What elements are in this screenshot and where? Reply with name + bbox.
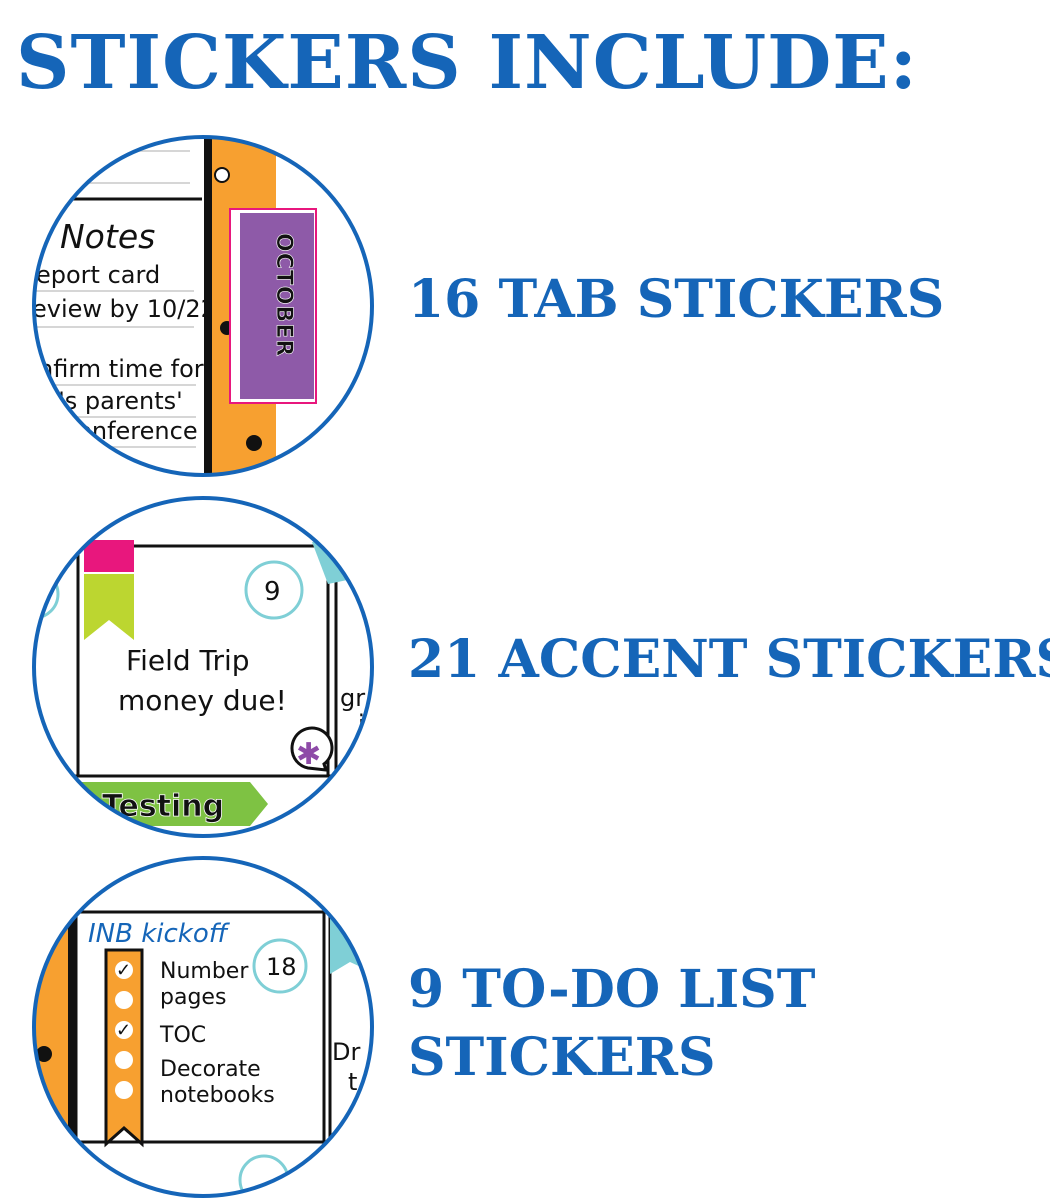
tab-stickers-label: 16 TAB STICKERS bbox=[408, 269, 945, 330]
todo-stickers-label-line1: 9 TO-DO LIST bbox=[408, 959, 816, 1020]
side-text: gr bbox=[340, 684, 365, 712]
checkmark-icon: ✓ bbox=[116, 960, 131, 981]
october-tab-label: OCTOBER bbox=[271, 233, 296, 357]
todo-stickers-label-line2: STICKERS bbox=[408, 1027, 716, 1088]
side-text: Dr bbox=[332, 1038, 360, 1066]
testing-banner-label: Testing bbox=[102, 789, 224, 824]
todo-line: Number bbox=[160, 959, 249, 984]
notes-line: eport card bbox=[36, 261, 160, 289]
checkmark-icon: ✓ bbox=[116, 1020, 131, 1041]
notes-line: eview by 10/22 bbox=[32, 295, 216, 323]
hole-icon bbox=[36, 1046, 52, 1062]
notes-title: Notes bbox=[60, 217, 155, 256]
todo-line: TOC bbox=[159, 1023, 206, 1048]
page-title: STICKERS INCLUDE: bbox=[16, 20, 919, 106]
accent-sticker-preview: 9 Field Trip money due! gr i ✱ Testing bbox=[32, 496, 374, 838]
day-number: 18 bbox=[266, 953, 297, 981]
side-text: t bbox=[348, 1068, 357, 1096]
todo-sticker-preview: INB kickoff 18 ✓ ✓ Number pages TOC Deco… bbox=[32, 856, 374, 1198]
hole-icon bbox=[246, 435, 262, 451]
hole-icon bbox=[214, 167, 230, 183]
accent-note-line: money due! bbox=[118, 684, 287, 717]
notes-line: nfirm time for bbox=[38, 355, 204, 383]
accent-note-line: Field Trip bbox=[126, 644, 250, 677]
todo-line: Decorate bbox=[160, 1057, 261, 1082]
accent-stickers-label: 21 ACCENT STICKERS bbox=[408, 629, 1050, 690]
todo-line: notebooks bbox=[160, 1083, 275, 1108]
tab-sticker-preview: Notes eport card eview by 10/22 nfirm ti… bbox=[32, 135, 374, 477]
day-number: 9 bbox=[264, 577, 281, 607]
asterisk-icon: ✱ bbox=[296, 737, 321, 772]
notes-line: conference bbox=[64, 417, 198, 445]
todo-line: pages bbox=[160, 985, 226, 1010]
todo-list-title: INB kickoff bbox=[88, 919, 231, 949]
